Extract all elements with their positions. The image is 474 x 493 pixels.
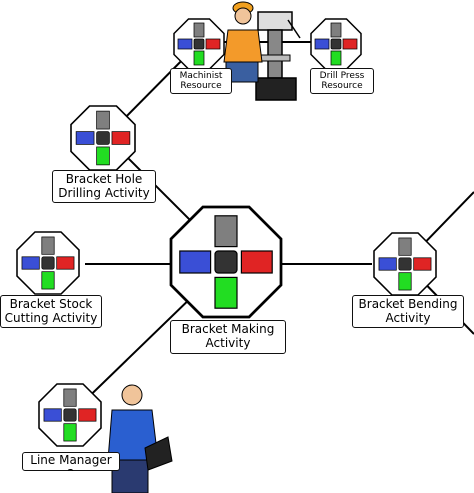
port-bottom [63, 423, 77, 442]
label-bracket-bending[interactable]: Bracket Bending Activity [352, 295, 464, 328]
port-center [96, 131, 110, 145]
octagon-bracket-bending[interactable] [373, 232, 437, 296]
port-top [330, 22, 342, 38]
octagon-bracket-hole-drilling[interactable] [70, 105, 136, 171]
label-bracket-hole-drilling[interactable]: Bracket Hole Drilling Activity [52, 170, 156, 203]
port-right [205, 38, 221, 50]
label-drill-press-resource-text: Drill Press Resource [310, 68, 374, 94]
label-machinist-resource[interactable]: Machinist Resource [170, 68, 232, 94]
port-right [413, 257, 432, 271]
port-left [43, 408, 62, 422]
port-right [342, 38, 358, 50]
label-line-manager-text: Line Manager 2 [22, 452, 120, 471]
port-center [193, 38, 205, 50]
port-center [63, 408, 77, 422]
port-top [398, 237, 412, 256]
port-right [111, 131, 131, 145]
label-bracket-stock-cutting[interactable]: Bracket Stock Cutting Activity [0, 295, 102, 328]
port-right [240, 250, 273, 274]
port-left [314, 38, 330, 50]
label-line-manager[interactable]: Line Manager 2 [22, 452, 120, 471]
port-left [177, 38, 193, 50]
octagon-line-manager[interactable] [38, 383, 102, 447]
port-center [214, 250, 238, 274]
port-center [41, 256, 55, 270]
port-top [63, 388, 77, 407]
label-machinist-resource-text: Machinist Resource [170, 68, 232, 94]
port-left [21, 256, 40, 270]
port-center [330, 38, 342, 50]
octagon-drill-press-resource[interactable] [310, 18, 362, 70]
octagon-bracket-making[interactable] [169, 205, 283, 319]
port-bottom [214, 276, 238, 309]
manager-with-laptop-icon [107, 384, 173, 493]
port-right [56, 256, 75, 270]
port-center [398, 257, 412, 271]
port-top [193, 22, 205, 38]
label-bracket-making[interactable]: Bracket Making Activity [170, 320, 286, 354]
drill-press-icon [255, 11, 301, 101]
port-right [78, 408, 97, 422]
label-bracket-making-text: Bracket Making Activity [170, 320, 286, 354]
port-top [96, 110, 110, 130]
port-left [378, 257, 397, 271]
port-bottom [96, 146, 110, 166]
label-drill-press-resource[interactable]: Drill Press Resource [310, 68, 374, 94]
port-left [75, 131, 95, 145]
port-bottom [398, 272, 412, 291]
port-bottom [330, 50, 342, 66]
port-bottom [41, 271, 55, 290]
port-left [179, 250, 212, 274]
worker-with-hardhat-icon [223, 1, 263, 83]
octagon-machinist-resource[interactable] [173, 18, 225, 70]
label-bracket-hole-drilling-text: Bracket Hole Drilling Activity [52, 170, 156, 203]
label-bracket-stock-cutting-text: Bracket Stock Cutting Activity [0, 295, 102, 328]
label-bracket-bending-text: Bracket Bending Activity [352, 295, 464, 328]
port-bottom [193, 50, 205, 66]
port-top [41, 236, 55, 255]
octagon-bracket-stock-cutting[interactable] [16, 231, 80, 295]
port-top [214, 215, 238, 248]
